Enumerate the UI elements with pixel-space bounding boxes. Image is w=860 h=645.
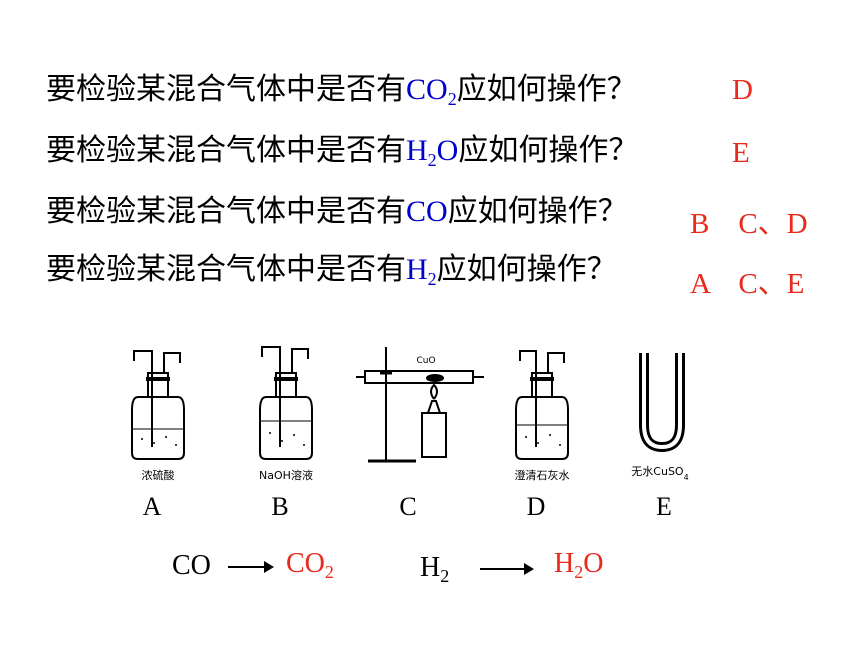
label-d: D <box>527 492 546 521</box>
question-3: 要检验某混合气体中是否有CO应如何操作？ <box>46 192 628 241</box>
answer-2: E <box>732 137 750 169</box>
caption-e: 无水CuSO4 <box>631 465 688 482</box>
gas-washing-bottle-a <box>131 350 185 460</box>
chem-formula: CO2 <box>406 73 457 109</box>
gas-washing-bottle-b <box>259 346 313 460</box>
reaction-1-product: CO2 <box>286 548 334 582</box>
label-b: B <box>271 492 288 521</box>
question-text: 要检验某混合气体中是否有 <box>46 133 406 168</box>
label-e: E <box>656 492 672 521</box>
chem-formula: H2O <box>406 134 459 170</box>
reaction-2-reactant: H2 <box>420 552 450 586</box>
question-suffix: 应如何操作？ <box>458 133 639 168</box>
u-tube-e <box>639 353 685 453</box>
question-suffix: 应如何操作？ <box>447 194 628 229</box>
question-text: 要检验某混合气体中是否有 <box>46 252 406 287</box>
caption-b: NaOH溶液 <box>259 468 313 482</box>
question-text: 要检验某混合气体中是否有 <box>46 72 406 107</box>
question-suffix: 应如何操作？ <box>456 72 637 107</box>
gas-washing-bottle-d <box>515 350 569 460</box>
arrow-icon <box>228 561 274 573</box>
answer-4: A C、E <box>690 268 805 300</box>
caption-c: CuO <box>416 356 435 366</box>
answer-3: B C、D <box>690 208 808 240</box>
question-4: 要检验某混合气体中是否有H2应如何操作？ <box>46 250 617 299</box>
apparatus-figure: 浓硫酸 NaOH溶液 CuO 澄清石灰水 无水CuSO4 A B C D E <box>131 346 689 521</box>
question-text: 要检验某混合气体中是否有 <box>46 194 406 229</box>
heated-tube-apparatus-c <box>356 347 484 463</box>
question-suffix: 应如何操作？ <box>436 252 617 287</box>
label-c: C <box>399 492 416 521</box>
chem-formula: CO <box>406 195 448 228</box>
question-2: 要检验某混合气体中是否有H2O应如何操作？ <box>46 131 638 180</box>
chem-formula: H2 <box>406 253 437 289</box>
question-1: 要检验某混合气体中是否有CO2应如何操作？ <box>46 70 637 119</box>
reaction-2-product: H2O <box>554 548 604 582</box>
caption-a: 浓硫酸 <box>142 468 175 482</box>
answer-1: D <box>732 74 753 106</box>
label-a: A <box>143 492 162 521</box>
caption-d: 澄清石灰水 <box>515 468 570 482</box>
arrow-icon <box>480 563 534 575</box>
reaction-1-reactant: CO <box>172 550 211 581</box>
